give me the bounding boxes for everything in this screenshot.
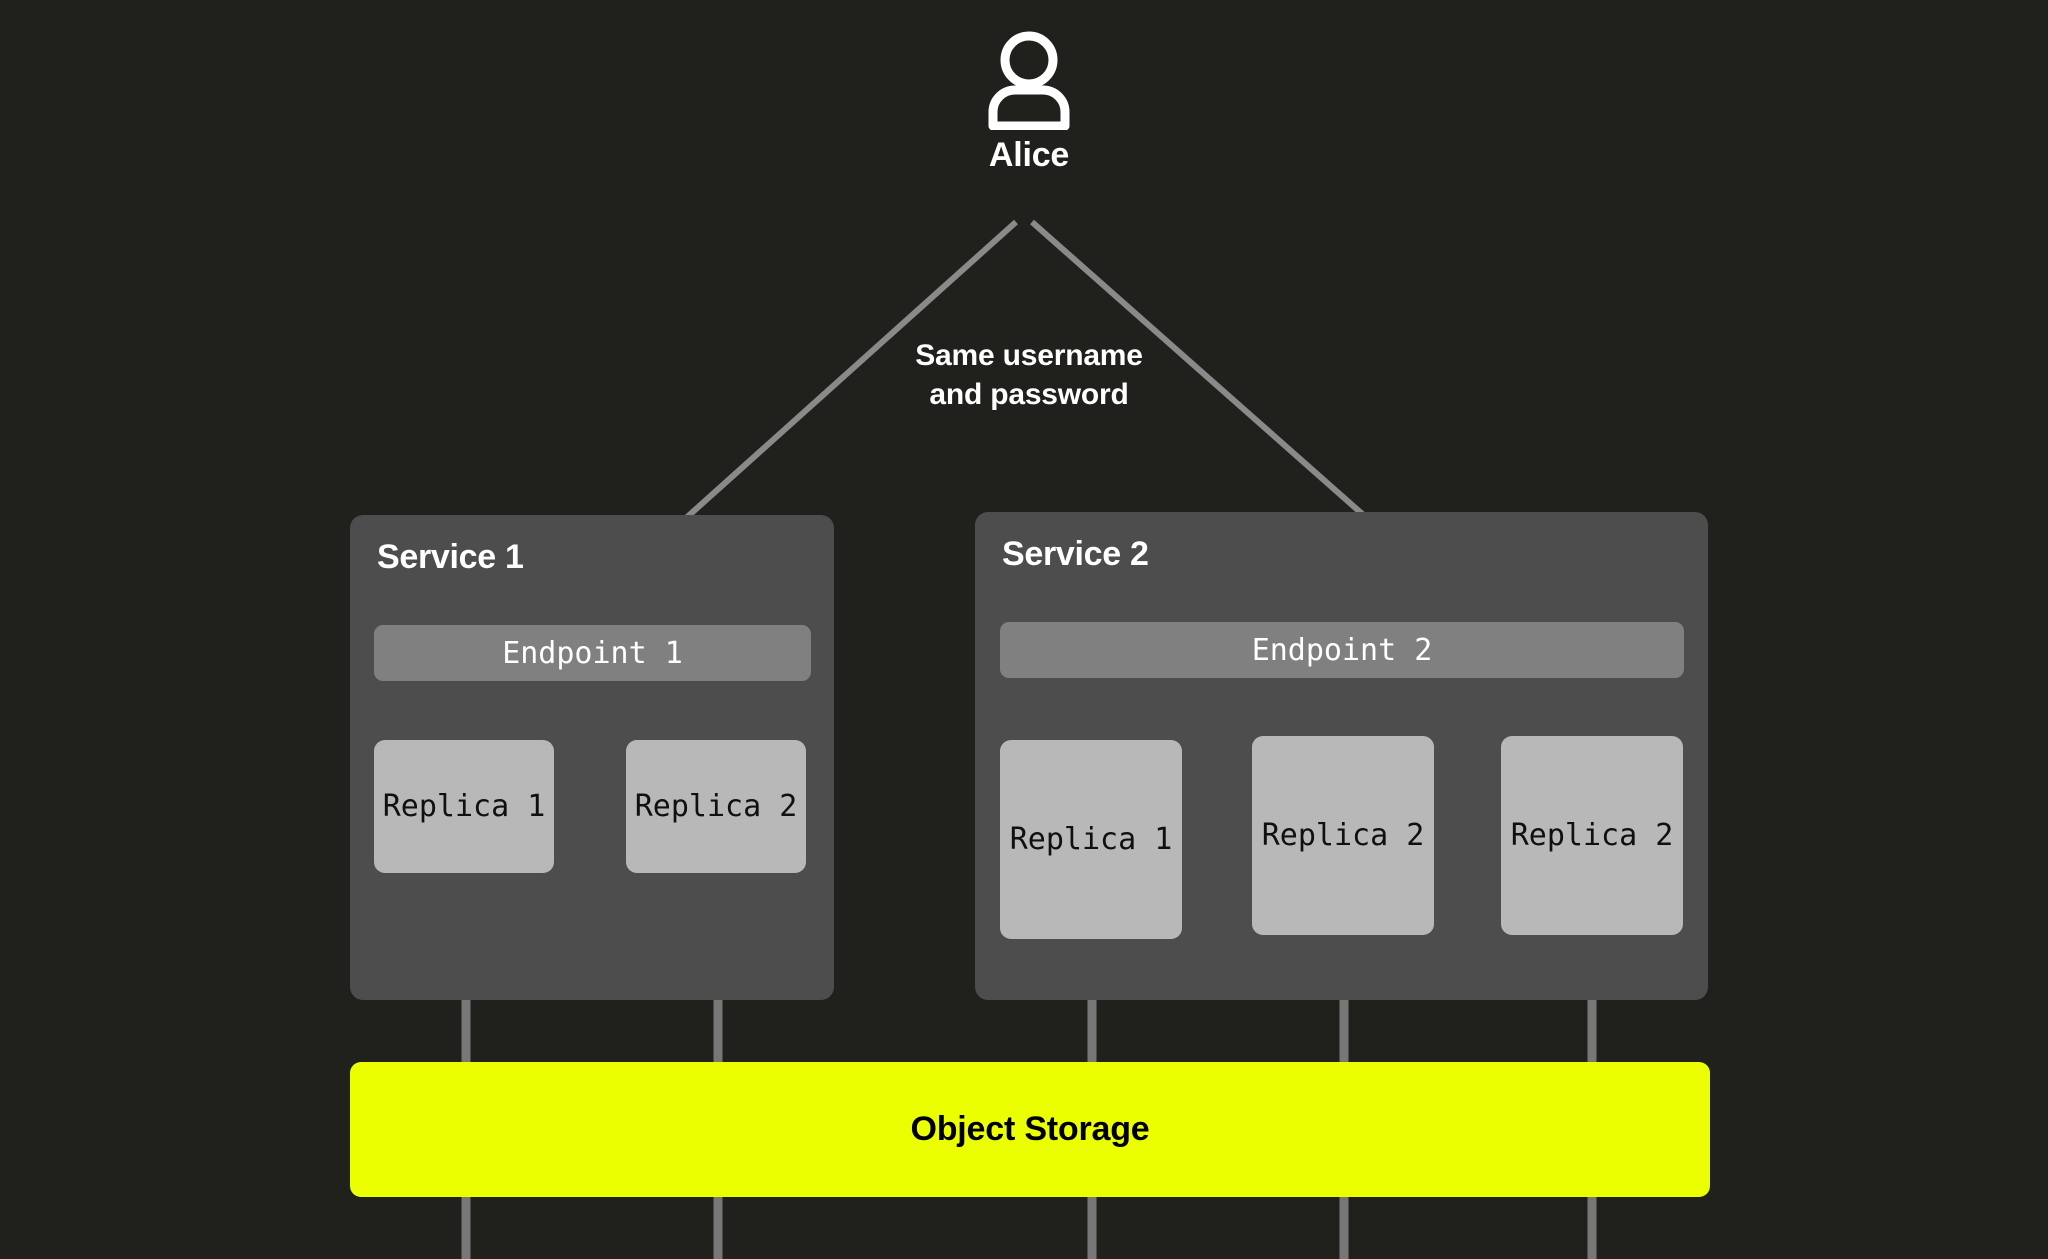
endpoint-1[interactable]: Endpoint 1 bbox=[374, 625, 811, 681]
arrow-caption-line-2: and password bbox=[929, 377, 1129, 411]
user-icon bbox=[988, 31, 1070, 130]
service-1-replica-2[interactable]: Replica 2 bbox=[626, 740, 806, 873]
service-2-title: Service 2 bbox=[1002, 535, 1149, 573]
endpoint-2[interactable]: Endpoint 2 bbox=[1000, 622, 1684, 678]
arrow-caption: Same username and password bbox=[824, 337, 1234, 414]
object-storage-bar[interactable]: Object Storage bbox=[350, 1062, 1710, 1197]
actor-label: Alice bbox=[988, 136, 1070, 174]
service-2-replica-3[interactable]: Replica 2 bbox=[1501, 736, 1683, 935]
service-2-replica-1[interactable]: Replica 1 bbox=[1000, 740, 1182, 939]
service-card-1[interactable]: Service 1 Endpoint 1 Replica 1 Replica 2 bbox=[350, 515, 834, 1000]
service-1-title: Service 1 bbox=[377, 538, 524, 576]
service-1-replica-1[interactable]: Replica 1 bbox=[374, 740, 554, 873]
actor-alice: Alice bbox=[924, 30, 1134, 175]
service-2-replica-2[interactable]: Replica 2 bbox=[1252, 736, 1434, 935]
service-card-2[interactable]: Service 2 Endpoint 2 Replica 1 Replica 2… bbox=[975, 512, 1708, 1000]
arrow-caption-line-1: Same username bbox=[915, 339, 1143, 372]
